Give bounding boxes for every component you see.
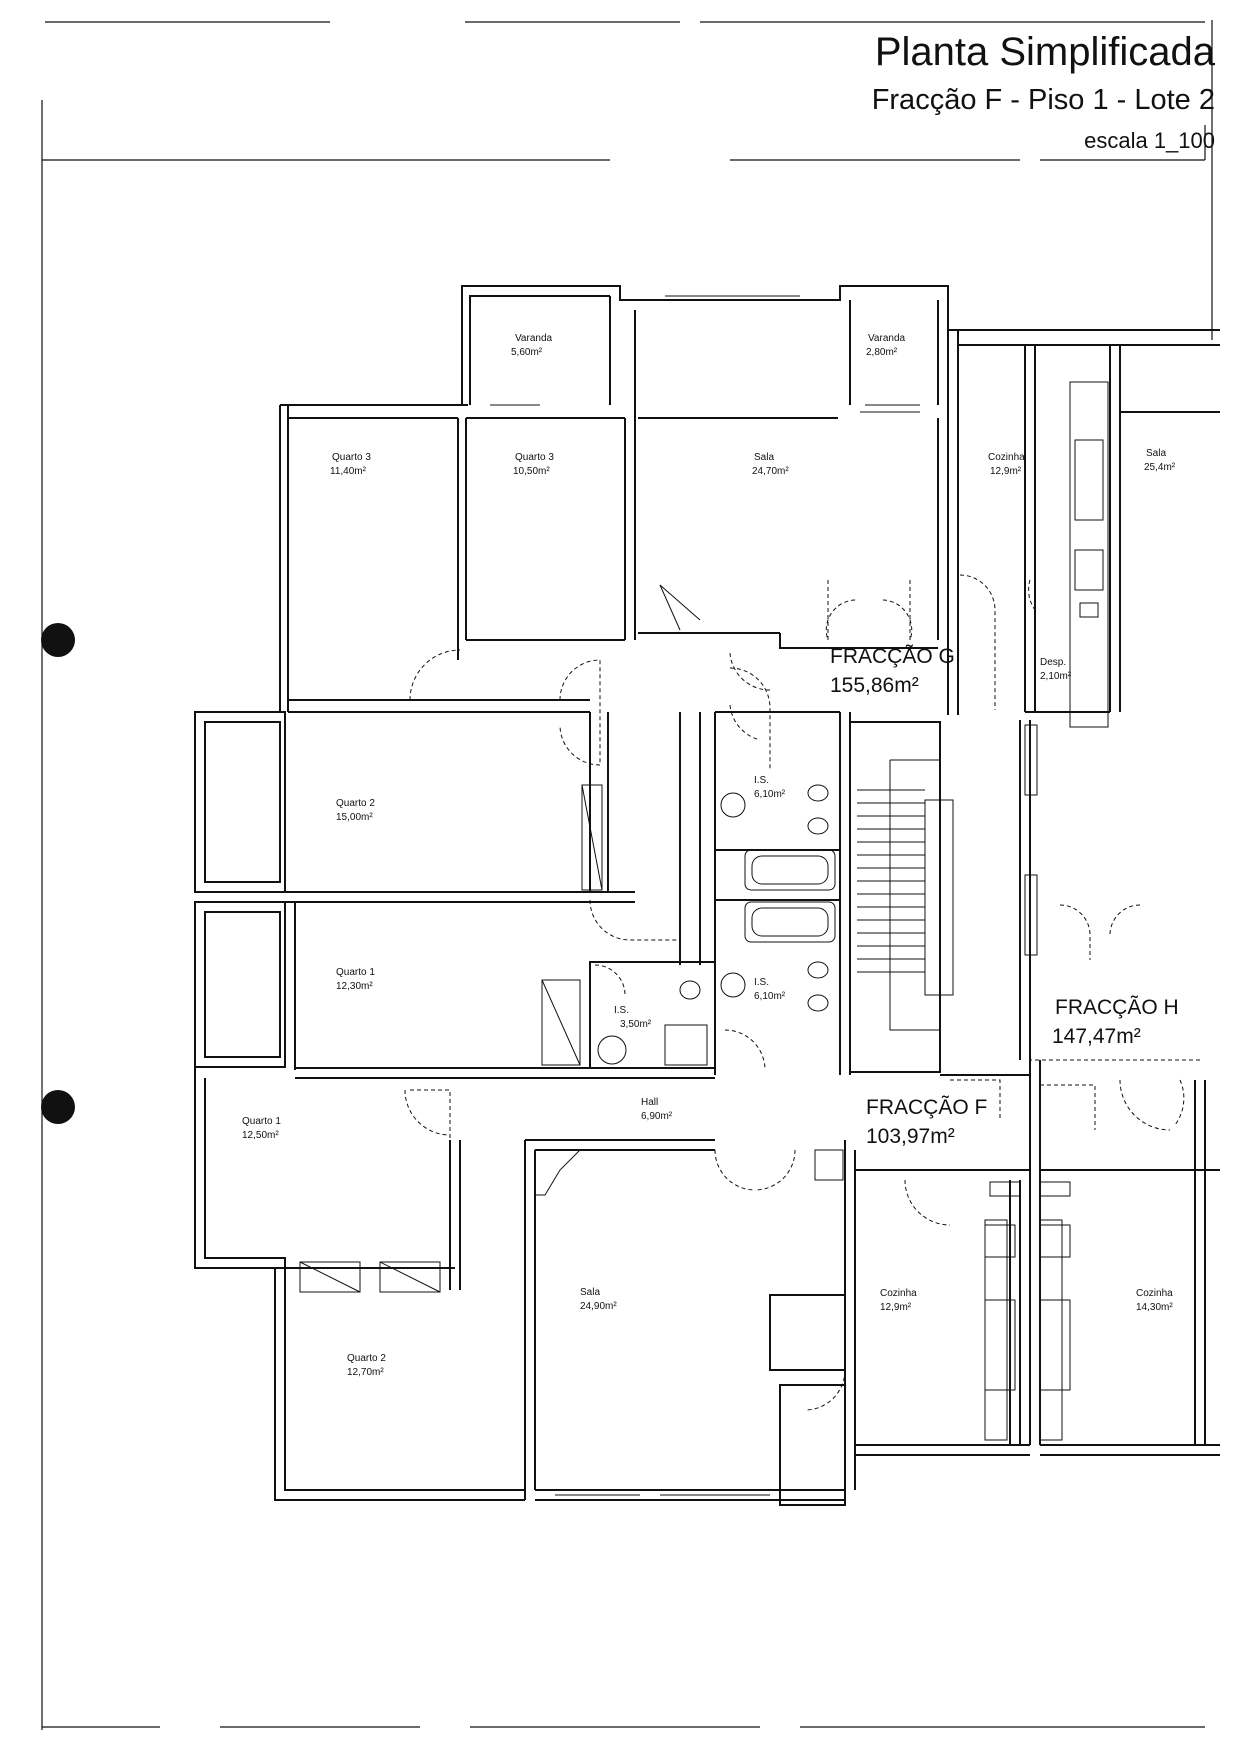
walls (194, 285, 1220, 1506)
room-name: I.S. (754, 977, 769, 988)
room-area: 12,50m² (242, 1130, 279, 1141)
room-name: Quarto 1 (242, 1116, 281, 1127)
binder-hole (41, 623, 75, 657)
fraction-name: FRACÇÃO G (830, 644, 955, 668)
room-name: Desp. (1040, 657, 1066, 668)
room-area: 6,10m² (754, 991, 786, 1002)
room-name: Cozinha (1136, 1288, 1173, 1299)
room-name: Hall (641, 1097, 658, 1108)
room-area: 3,50m² (620, 1019, 652, 1030)
fraction-name: FRACÇÃO F (866, 1095, 987, 1119)
room-area: 6,10m² (754, 789, 786, 800)
room-area: 5,60m² (511, 347, 543, 358)
room-name: Sala (1146, 448, 1166, 459)
room-name: Quarto 3 (515, 452, 554, 463)
room-area: 14,30m² (1136, 1302, 1173, 1313)
door-swings (404, 574, 1200, 1411)
room-name: I.S. (754, 775, 769, 786)
fraction-area: 155,86m² (830, 674, 919, 697)
room-area: 12,70m² (347, 1367, 384, 1378)
room-name: Quarto 2 (336, 798, 375, 809)
room-name: Quarto 2 (347, 1353, 386, 1364)
binder-hole (41, 1090, 75, 1124)
room-name: Cozinha (988, 452, 1025, 463)
room-area: 12,30m² (336, 981, 373, 992)
room-area: 6,90m² (641, 1111, 673, 1122)
room-name: Cozinha (880, 1288, 917, 1299)
scale-label: escala 1_100 (1084, 128, 1215, 153)
fraction-area: 147,47m² (1052, 1025, 1141, 1048)
room-area: 24,90m² (580, 1301, 617, 1312)
room-name: Sala (754, 452, 774, 463)
room-area: 2,10m² (1040, 671, 1072, 682)
fraction-labels: FRACÇÃO G 155,86m² FRACÇÃO H 147,47m² FR… (830, 644, 1179, 1148)
room-area: 11,40m² (330, 466, 367, 477)
fraction-area: 103,97m² (866, 1125, 955, 1148)
room-area: 25,4m² (1144, 462, 1176, 473)
page-frame (41, 20, 1213, 1730)
page-subtitle: Fracção F - Piso 1 - Lote 2 (871, 84, 1215, 116)
room-labels: Varanda 5,60m² Varanda 2,80m² Quarto 3 1… (242, 333, 1176, 1378)
room-area: 10,50m² (513, 466, 550, 477)
room-area: 24,70m² (752, 466, 789, 477)
room-name: I.S. (614, 1005, 629, 1016)
room-area: 15,00m² (336, 812, 373, 823)
fraction-name: FRACÇÃO H (1055, 995, 1179, 1019)
room-area: 2,80m² (866, 347, 898, 358)
room-name: Varanda (868, 333, 906, 344)
room-name: Quarto 1 (336, 967, 375, 978)
room-area: 12,9m² (990, 466, 1022, 477)
room-name: Varanda (515, 333, 553, 344)
page-title: Planta Simplificada (874, 30, 1215, 74)
room-name: Sala (580, 1287, 600, 1298)
room-area: 12,9m² (880, 1302, 912, 1313)
room-name: Quarto 3 (332, 452, 371, 463)
